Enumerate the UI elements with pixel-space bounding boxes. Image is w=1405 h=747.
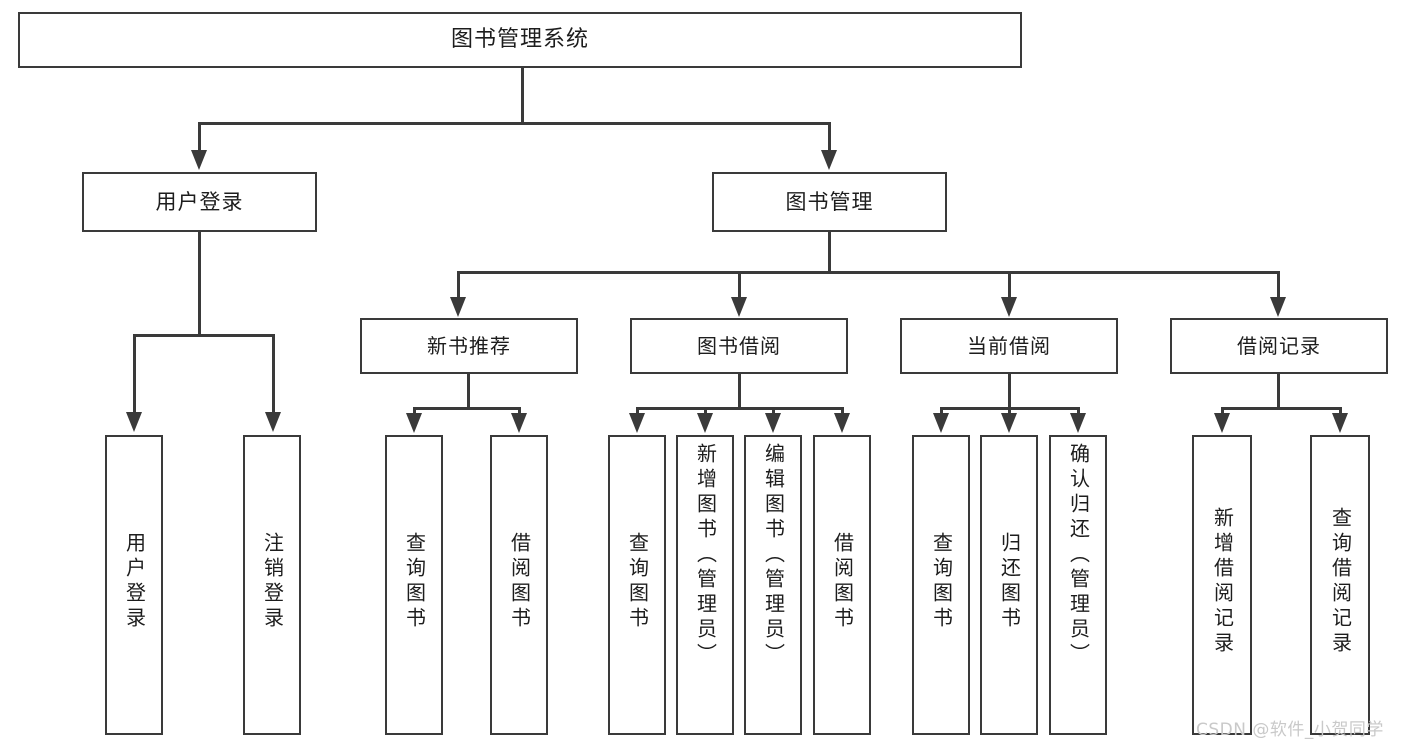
node-label: 图书管理 (785, 189, 874, 214)
node-label: 查询借阅记录 (1328, 507, 1353, 657)
arrowhead-borrow-record-child-1 (1214, 413, 1230, 433)
node-label: 查询图书 (402, 532, 427, 632)
leaf-new-book-query[interactable]: 查询图书 (385, 435, 443, 735)
connector-current-borrow-child-2 (1008, 407, 1011, 415)
connector-new-book-child-2 (518, 407, 521, 415)
arrowhead-borrow-record-child-2 (1332, 413, 1348, 433)
node-book-management[interactable]: 图书管理 (712, 172, 947, 232)
node-label: 新增借阅记录 (1210, 507, 1235, 657)
connector-book-borrow-bus (637, 407, 844, 410)
arrowhead-new-book-child-2 (511, 413, 527, 433)
node-label: 注销登录 (260, 532, 285, 632)
arrowhead-user-login (191, 150, 207, 170)
arrowhead-book-manage (821, 150, 837, 170)
node-new-book-recommend[interactable]: 新书推荐 (360, 318, 578, 374)
leaf-book-borrow-edit[interactable]: 编辑图书（管理员） (744, 435, 802, 735)
arrowhead-book-borrow (731, 297, 747, 317)
connector-to-new-book (457, 271, 460, 299)
arrowhead-book-borrow-child-3 (765, 413, 781, 433)
leaf-current-borrow-confirm[interactable]: 确认归还（管理员） (1049, 435, 1107, 735)
node-root-system[interactable]: 图书管理系统 (18, 12, 1022, 68)
node-label: 用户登录 (122, 532, 147, 632)
node-book-borrow[interactable]: 图书借阅 (630, 318, 848, 374)
connector-borrow-record-stem (1277, 374, 1280, 409)
leaf-book-borrow-query[interactable]: 查询图书 (608, 435, 666, 735)
connector-book-borrow-child-3 (772, 407, 775, 415)
arrowhead-book-borrow-child-4 (834, 413, 850, 433)
connector-book-borrow-child-2 (704, 407, 707, 415)
connector-to-user-login (198, 122, 201, 152)
node-label: 借阅记录 (1237, 333, 1321, 358)
arrowhead-current-borrow (1001, 297, 1017, 317)
arrowhead-current-borrow-child-1 (933, 413, 949, 433)
node-label: 确认归还（管理员） (1066, 443, 1091, 668)
node-label: 新书推荐 (427, 333, 511, 358)
connector-book-borrow-child-4 (841, 407, 844, 415)
leaf-borrow-record-query[interactable]: 查询借阅记录 (1310, 435, 1370, 735)
connector-borrow-record-bus (1222, 407, 1340, 410)
leaf-book-borrow-lend[interactable]: 借阅图书 (813, 435, 871, 735)
connector-book-manage-stem (828, 232, 831, 273)
node-borrow-record[interactable]: 借阅记录 (1170, 318, 1388, 374)
node-label: 查询图书 (625, 532, 650, 632)
node-label: 图书管理系统 (450, 27, 589, 53)
arrowhead-new-book-child-1 (406, 413, 422, 433)
leaf-borrow-record-add[interactable]: 新增借阅记录 (1192, 435, 1252, 735)
connector-current-borrow-child-3 (1077, 407, 1080, 415)
connector-level3-bus (458, 271, 1279, 274)
connector-to-borrow-record (1277, 271, 1280, 299)
connector-level2-bus (198, 122, 830, 125)
node-label: 借阅图书 (507, 532, 532, 632)
connector-current-borrow-child-1 (940, 407, 943, 415)
node-label: 借阅图书 (830, 532, 855, 632)
leaf-current-borrow-query[interactable]: 查询图书 (912, 435, 970, 735)
arrowhead-current-borrow-child-3 (1070, 413, 1086, 433)
node-label: 当前借阅 (967, 333, 1051, 358)
leaf-new-book-borrow[interactable]: 借阅图书 (490, 435, 548, 735)
connector-user-login-bus (134, 334, 275, 337)
connector-borrow-record-child-2 (1339, 407, 1342, 415)
connector-book-borrow-stem (738, 374, 741, 409)
arrowhead-current-borrow-child-2 (1001, 413, 1017, 433)
node-current-borrow[interactable]: 当前借阅 (900, 318, 1118, 374)
arrowhead-user-login-child-2 (265, 412, 281, 432)
node-user-login[interactable]: 用户登录 (82, 172, 317, 232)
connector-root-stem (521, 68, 524, 123)
node-label: 查询图书 (929, 532, 954, 632)
connector-new-book-stem (467, 374, 470, 409)
arrowhead-borrow-record (1270, 297, 1286, 317)
connector-current-borrow-stem (1008, 374, 1011, 409)
arrowhead-book-borrow-child-1 (629, 413, 645, 433)
connector-to-book-manage (828, 122, 831, 152)
arrowhead-book-borrow-child-2 (697, 413, 713, 433)
node-label: 编辑图书（管理员） (761, 443, 786, 668)
connector-new-book-child-1 (413, 407, 416, 415)
connector-to-current-borrow (1008, 271, 1011, 299)
connector-user-login-stem (198, 232, 201, 336)
connector-borrow-record-child-1 (1221, 407, 1224, 415)
leaf-book-borrow-add[interactable]: 新增图书（管理员） (676, 435, 734, 735)
leaf-user-login-signout[interactable]: 注销登录 (243, 435, 301, 735)
connector-new-book-bus (414, 407, 521, 410)
arrowhead-user-login-child-1 (126, 412, 142, 432)
connector-book-borrow-child-1 (636, 407, 639, 415)
connector-user-login-child-1 (133, 334, 136, 414)
arrowhead-new-book (450, 297, 466, 317)
node-label: 图书借阅 (697, 333, 781, 358)
node-label: 用户登录 (155, 189, 244, 214)
node-label: 新增图书（管理员） (693, 443, 718, 668)
connector-user-login-child-2 (272, 334, 275, 414)
leaf-user-login-signin[interactable]: 用户登录 (105, 435, 163, 735)
node-label: 归还图书 (997, 532, 1022, 632)
connector-to-book-borrow (738, 271, 741, 299)
leaf-current-borrow-return[interactable]: 归还图书 (980, 435, 1038, 735)
